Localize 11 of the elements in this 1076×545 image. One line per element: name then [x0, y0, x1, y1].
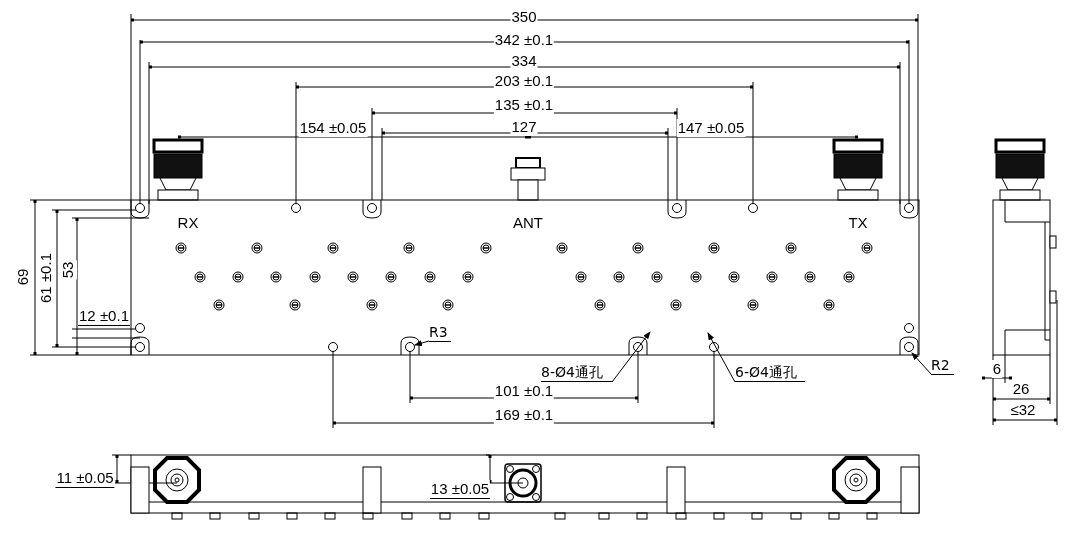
leader-line [911, 352, 932, 375]
dimension-label: 147 ±0.05 [676, 119, 746, 137]
callout-label: R2 [931, 356, 954, 375]
leader-line [707, 332, 736, 383]
callout-label: 8-Ø4通孔 [541, 363, 613, 382]
dimension-label: 13 ±0.05 [429, 480, 491, 499]
leader-line [611, 331, 651, 383]
dimension-label: 6 [991, 360, 1003, 378]
callout-label: 6-Ø4通孔 [735, 363, 805, 382]
callout-label: R3 [429, 323, 451, 342]
leader-line [414, 340, 430, 346]
